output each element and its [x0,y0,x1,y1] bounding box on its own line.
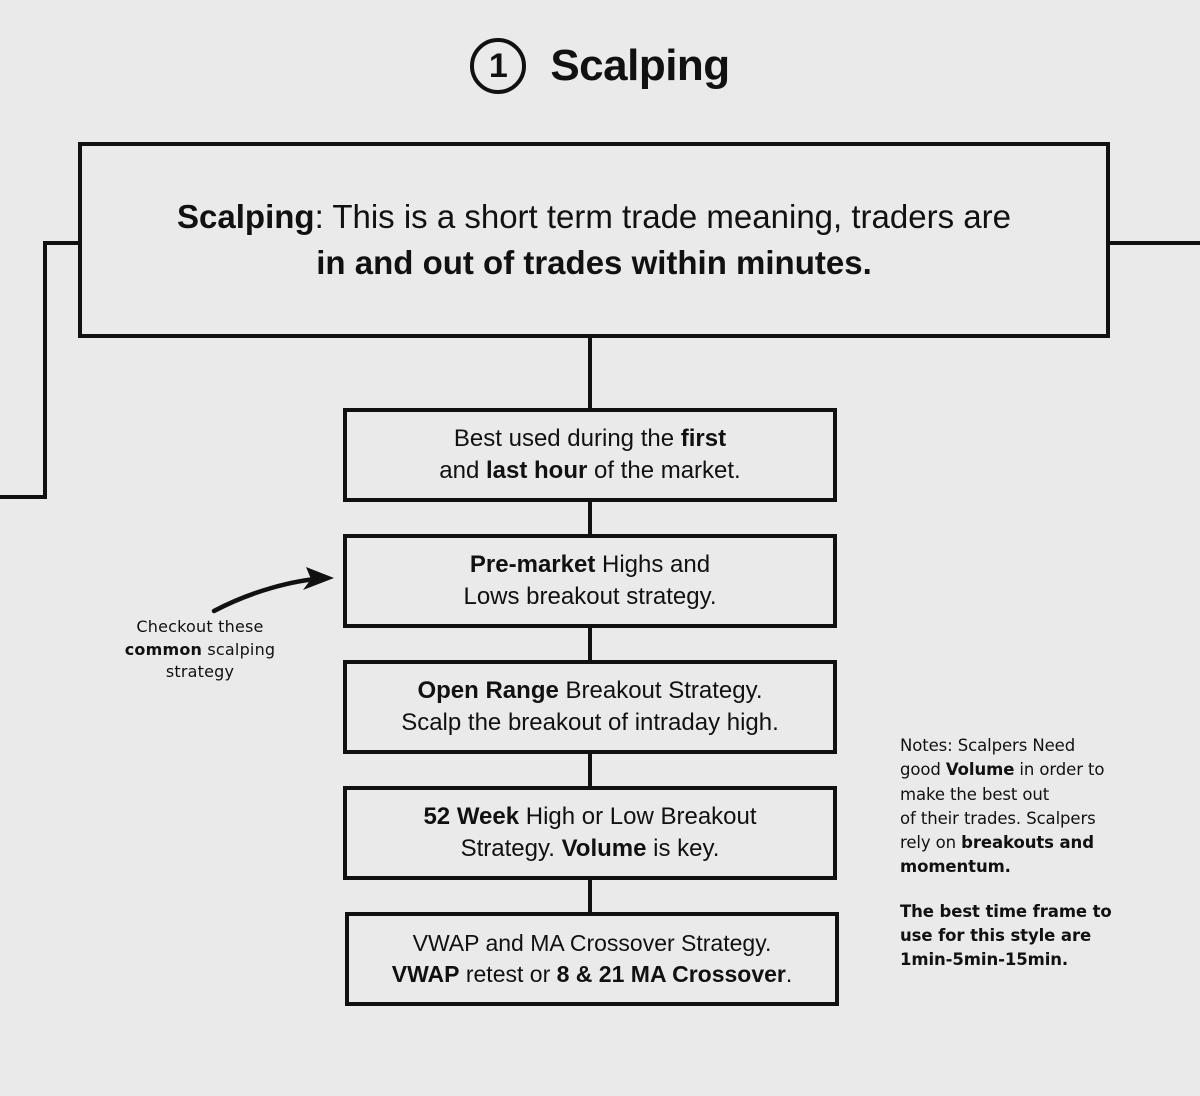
step1-line1-pre: Best used during the [453,425,681,453]
step4-line1-bold: 52 Week [423,803,520,831]
definition-emphasis: in and out of trades within minutes. [316,244,872,281]
definition-rest: : This is a short term trade meaning, tr… [314,198,1011,236]
title-label: Scalping [550,41,730,90]
step4-line2-bold: Volume [561,835,647,862]
step-badge: 1 [470,38,527,94]
step-box-open-range-breakout: Open Range Breakout Strategy. Scalp the … [343,660,837,754]
note1-line5-pre: rely on [900,833,962,852]
step3-line2-pre: Scalp the breakout of intraday high. [401,709,779,736]
step1-line2-pre: and [439,457,486,484]
step4-line1-post: High or Low Breakout [519,803,757,831]
callout-line3: strategy [165,662,235,682]
note2-line2: use for this style are [900,925,1092,945]
step1-line1-bold: first [680,425,727,453]
step1-line2-post: of the market. [587,457,741,484]
note1-line2: good Volume in order to [900,758,1140,782]
step1-line2-bold: last hour [485,457,588,484]
step2-line1-bold: Pre-market [469,551,596,579]
definition-term: Scalping [177,198,315,236]
note1-line2-pre: good [900,760,946,780]
definition-box: Scalping: This is a short term trade mea… [78,142,1110,338]
step3-line1-post: Breakout Strategy. [558,677,763,705]
note1-line3: make the best out [900,784,1050,804]
page-title: 1 Scalping [0,38,1200,94]
callout-annotation: Checkout these common scalping strategy [104,616,296,684]
note1-line5-bold: breakouts and [961,833,1094,852]
step4-line2-pre: Strategy. [460,835,562,862]
step5-line2-bold2: 8 & 21 MA Crossover [556,961,786,987]
note1-line4: of their trades. Scalpers [900,808,1096,828]
step5-line2-post2: . [785,961,793,987]
notes-annotation: Notes: Scalpers Need good Volume in orde… [900,734,1140,972]
note1-line2-bold: Volume [945,760,1015,780]
note1-line6: momentum. [900,855,1140,879]
note2-line1: The best time frame to [900,901,1112,921]
step-box-pre-market-breakout: Pre-market Highs and Lows breakout strat… [343,534,837,628]
callout-line2-rest: scalping [202,639,276,659]
step5-line1-pre: VWAP and MA Crossover Strategy. [412,930,772,957]
step2-line2-pre: Lows breakout strategy. [463,583,717,610]
note2-line3: 1min-5min-15min. [900,950,1069,969]
callout-line1: Checkout these [136,617,264,636]
step-box-52-week-breakout: 52 Week High or Low Breakout Strategy. V… [343,786,837,880]
callout-line2-bold: common [124,639,203,659]
step2-line1-post: Highs and [595,551,711,579]
callout-arrow-icon [211,567,334,614]
notes-spacer [900,880,1140,900]
note1-line5: rely on breakouts and [900,831,1140,855]
step-box-first-and-last-hour: Best used during the first and last hour… [343,408,837,502]
step5-line2-post: retest or [459,961,557,987]
step4-line2-post: is key. [646,835,720,862]
note1-line1: Notes: Scalpers Need [900,736,1076,755]
left-branch-wire [0,241,78,499]
note1-line6-bold: momentum. [900,857,1011,877]
step-box-vwap-ma-crossover: VWAP and MA Crossover Strategy. VWAP ret… [345,912,839,1006]
note1-line2-post: in order to [1014,760,1105,780]
step3-line1-bold: Open Range [417,677,559,705]
step5-line2-bold: VWAP [391,961,460,987]
